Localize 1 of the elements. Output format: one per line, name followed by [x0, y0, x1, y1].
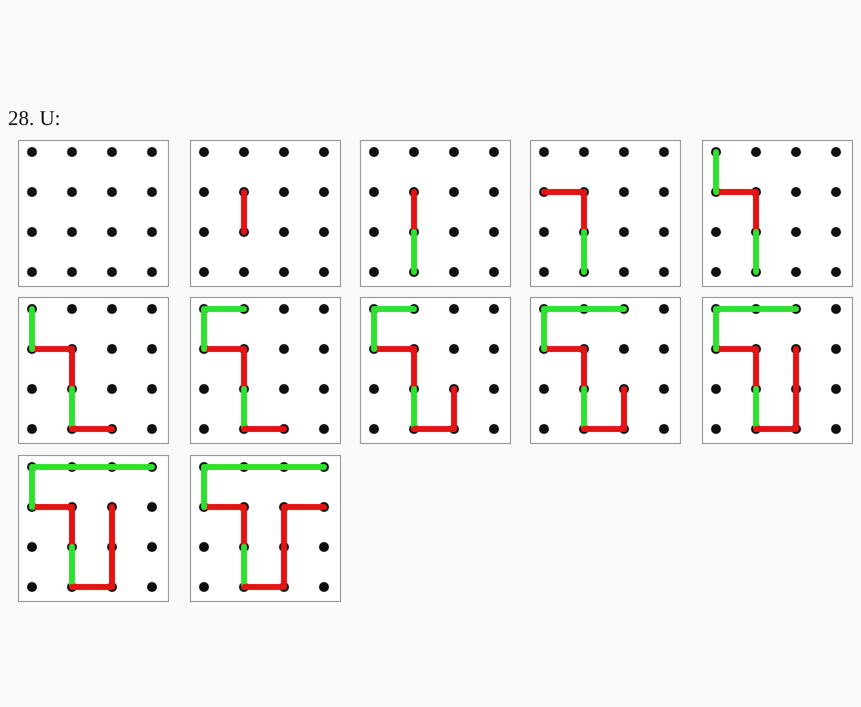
heading: 28. U:	[8, 106, 60, 132]
